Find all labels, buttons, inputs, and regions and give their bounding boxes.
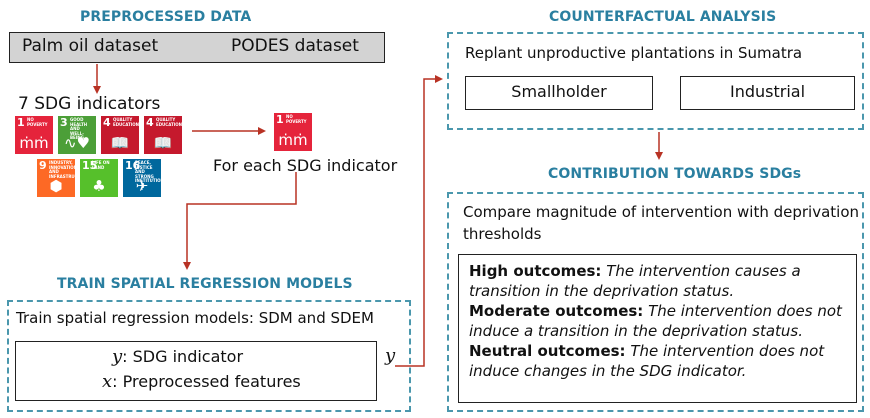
sdg-number: 3: [60, 116, 68, 129]
outcome-text: The intervention does not: [643, 302, 842, 320]
sdg-glyph-icon: ✈: [135, 177, 149, 195]
outcome-item: High outcomes: The intervention causes a…: [469, 261, 853, 301]
x-description: : Preprocessed features: [112, 372, 301, 391]
counterfactual-section: [447, 32, 864, 130]
sdg-glyph-icon: 📖: [110, 134, 130, 152]
counterfactual-heading: COUNTERFACTUAL ANALYSIS: [549, 9, 777, 25]
indicators-label: 7 SDG indicators: [18, 94, 161, 114]
sdg-title: INDUSTRY, INNOVATION AND INFRASTRUCTURE: [49, 160, 90, 179]
output-y-label: y: [385, 345, 396, 366]
dataset-bar: [9, 32, 385, 63]
dataset-podes: PODES dataset: [231, 36, 359, 56]
sdg-glyph-icon: ∿♥: [63, 134, 90, 152]
sdg-title: QUALITY EDUCATION: [113, 117, 139, 127]
preprocessed-heading: PREPROCESSED DATA: [80, 9, 252, 25]
sdg-number: 4: [146, 116, 154, 129]
sdg-title: LIFE ON LAND: [92, 160, 110, 170]
sdg-glyph-icon: ♣: [92, 177, 106, 195]
sdg-title: GOOD HEALTH AND WELL-BEING: [70, 117, 88, 140]
outcome-text: The intervention causes a: [601, 262, 801, 280]
outcomes-box: [458, 254, 857, 403]
sdg-number: 16: [125, 159, 141, 172]
train-section: [7, 300, 411, 412]
outcome-label: Neutral outcomes:: [469, 342, 626, 360]
sdg-title: NO POVERTY: [286, 114, 307, 124]
outcome-text: The intervention does not: [625, 342, 825, 360]
sdg-number: 1: [276, 113, 284, 126]
contribution-description-2: thresholds: [463, 225, 542, 243]
outcome-text: induce a transition in the deprivation s…: [469, 322, 803, 340]
sdg-number: 9: [39, 159, 47, 172]
option-smallholder: [465, 76, 653, 110]
contribution-description-1: Compare magnitude of intervention with d…: [463, 203, 860, 221]
sdg-title: PEACE, JUSTICE AND STRONG INSTITUTIONS: [135, 160, 167, 183]
outcome-item: Neutral outcomes: The intervention does …: [469, 341, 853, 381]
sdg-number: 4: [103, 116, 111, 129]
train-description: Train spatial regression models: SDM and…: [16, 309, 374, 327]
train-heading: TRAIN SPATIAL REGRESSION MODELS: [57, 276, 353, 292]
outcome-label: Moderate outcomes:: [469, 302, 644, 320]
y-variable: y: SDG indicator: [112, 346, 243, 367]
x-variable: x: Preprocessed features: [102, 371, 301, 392]
contribution-heading: CONTRIBUTION TOWARDS SDGs: [548, 166, 802, 182]
outcome-item: Moderate outcomes: The intervention does…: [469, 301, 853, 341]
option-smallholder-label: Smallholder: [511, 82, 607, 101]
outcome-label: High outcomes:: [469, 262, 602, 280]
outcomes-list: High outcomes: The intervention causes a…: [469, 261, 853, 381]
counterfactual-description: Replant unproductive plantations in Suma…: [465, 44, 803, 62]
y-description: : SDG indicator: [122, 347, 244, 366]
for-each-label: For each SDG indicator: [213, 156, 398, 175]
outcome-text: induce changes in the SDG indicator.: [469, 362, 747, 380]
sdg-title: QUALITY EDUCATION: [156, 117, 182, 127]
variables-box: [15, 341, 377, 401]
option-industrial-label: Industrial: [729, 82, 806, 101]
option-industrial: [680, 76, 855, 110]
outcome-text: transition in the deprivation status.: [469, 282, 735, 300]
sdg-glyph-icon: ṁṁ: [278, 131, 308, 149]
sdg-glyph-icon: ṁṁ: [19, 134, 49, 152]
y-symbol: y: [112, 346, 123, 367]
sdg-number: 1: [17, 116, 25, 129]
x-symbol: x: [102, 371, 113, 392]
contribution-section: [447, 192, 864, 412]
sdg-title: NO POVERTY: [27, 117, 48, 127]
arrow-single-to-train: [183, 172, 297, 270]
sdg-glyph-icon: ⬢: [49, 177, 63, 195]
dataset-palm-oil: Palm oil dataset: [22, 36, 159, 56]
sdg-glyph-icon: 📖: [153, 134, 173, 152]
sdg-number: 15: [82, 159, 98, 172]
